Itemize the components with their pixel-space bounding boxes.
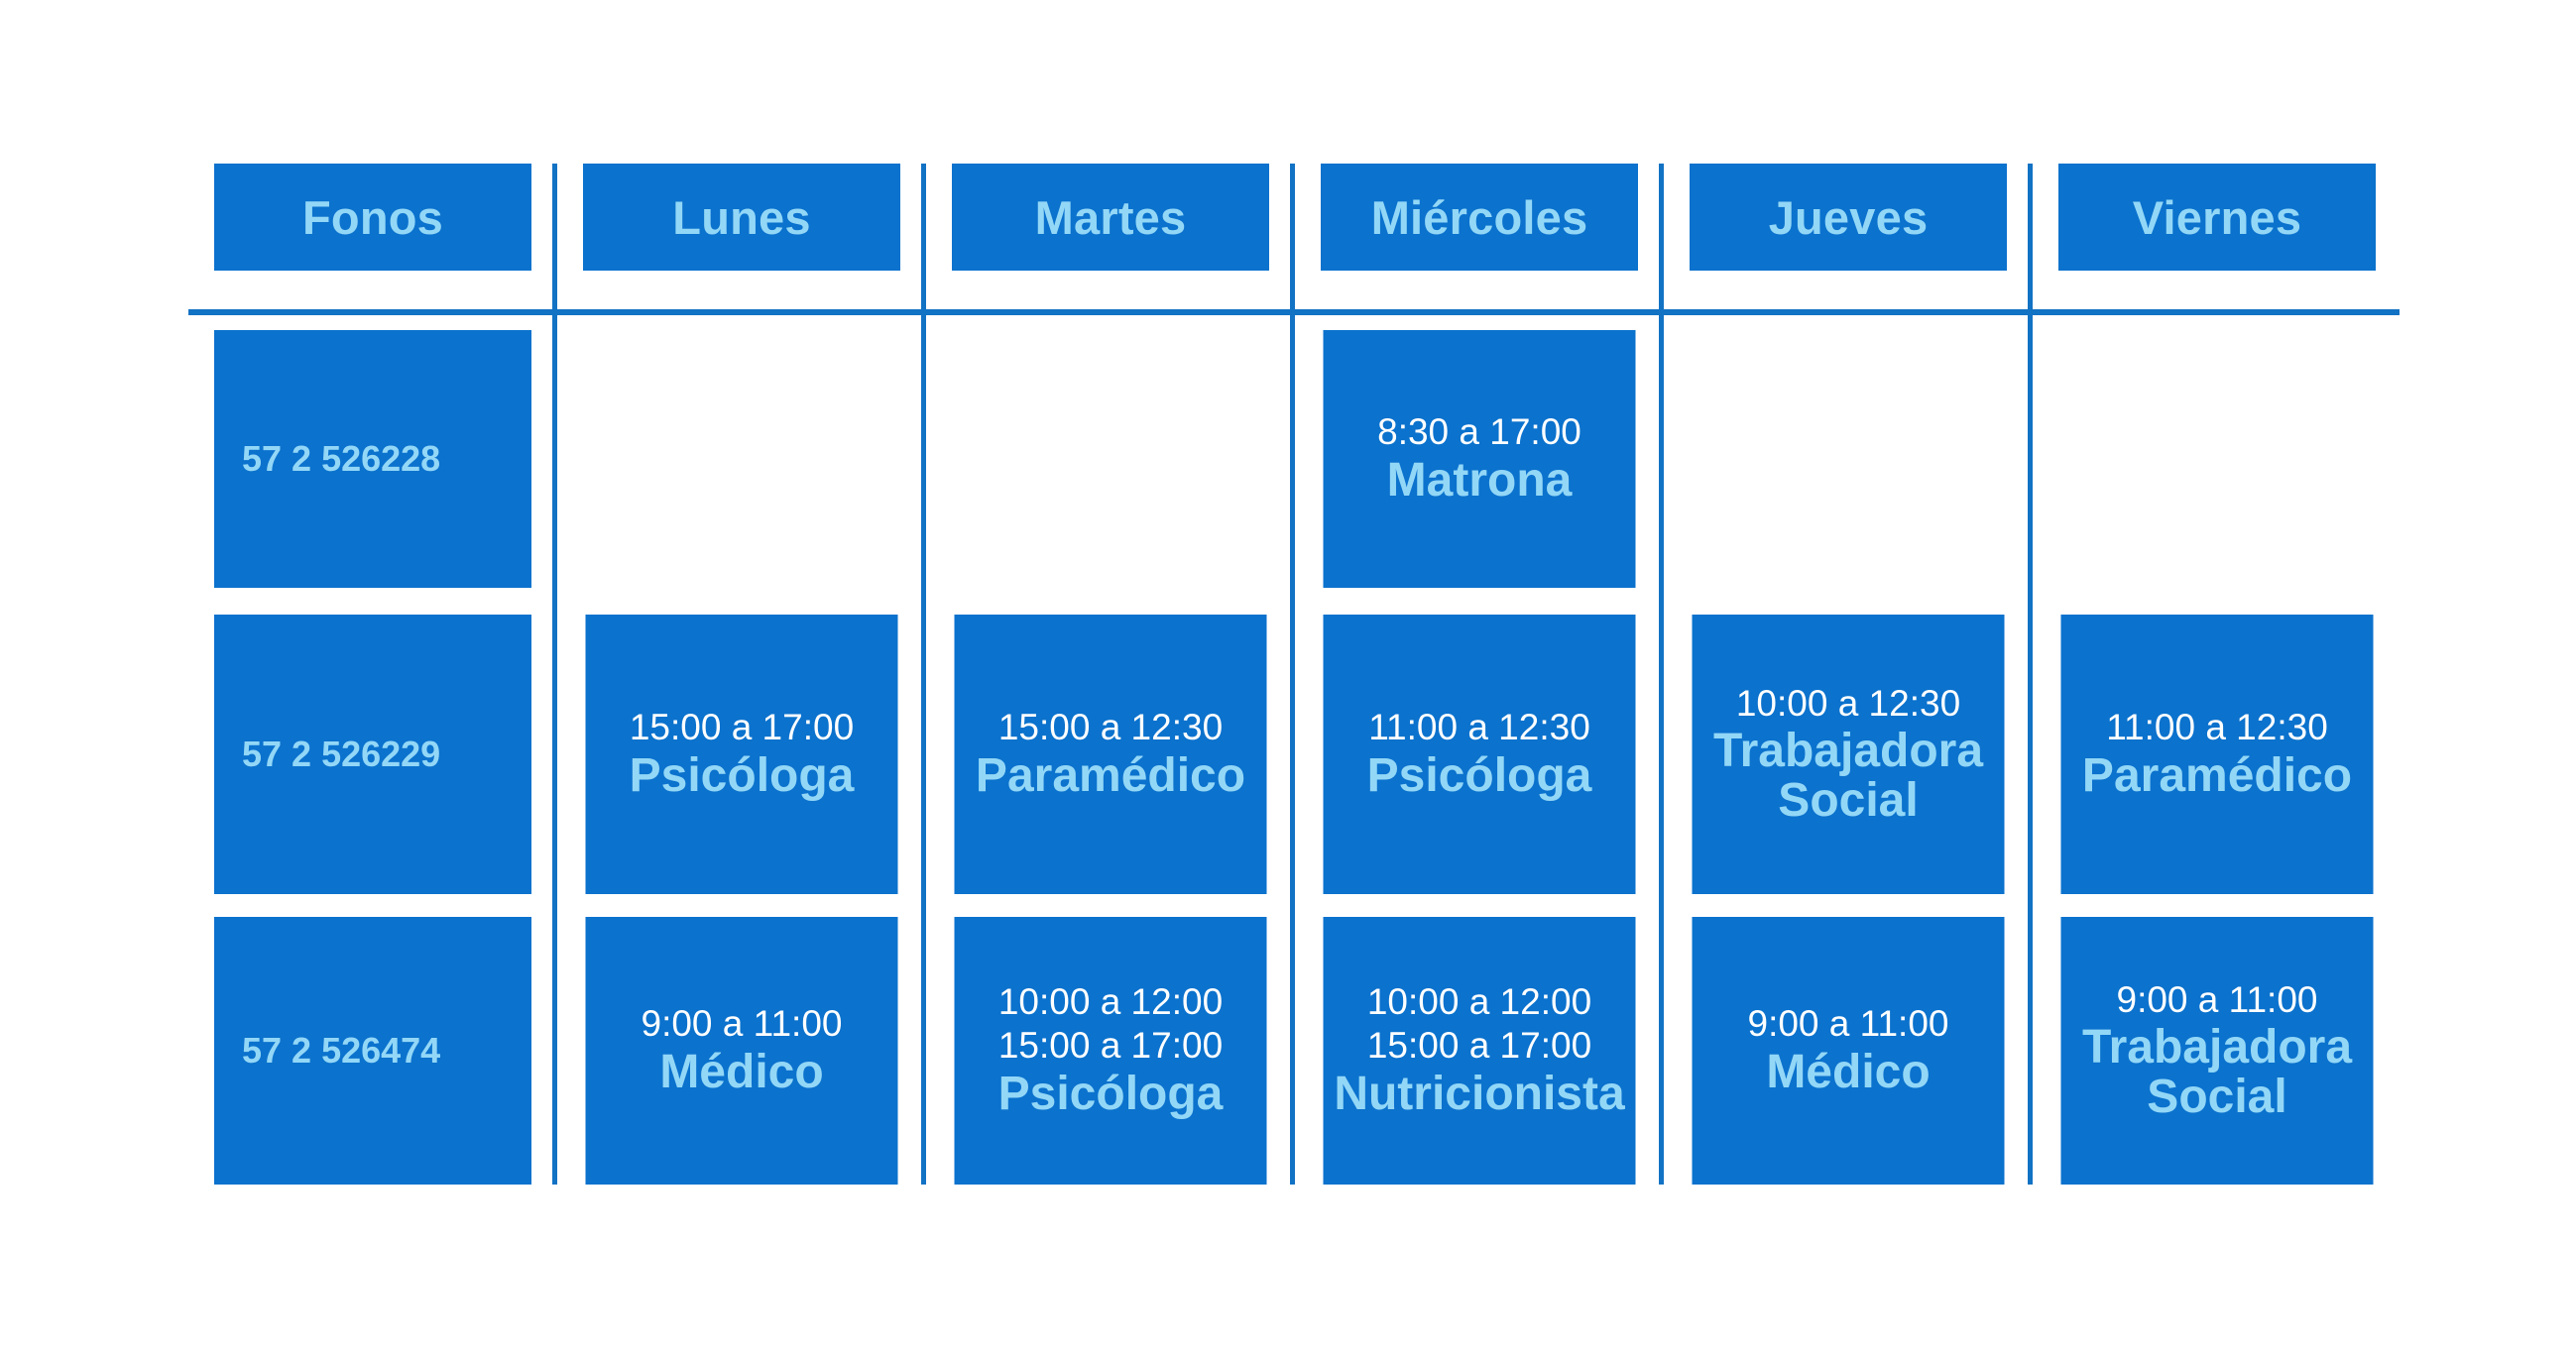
schedule-cell-lunes-2: 15:00 a 17:00 Psicóloga xyxy=(585,615,898,894)
phone-number: 57 2 526228 xyxy=(242,438,441,480)
column-separator-2 xyxy=(921,164,926,1185)
time-range-secondary: 15:00 a 17:00 xyxy=(997,1025,1224,1067)
role-label: Nutricionista xyxy=(1334,1067,1625,1120)
schedule-cell-viernes-2: 11:00 a 12:30 Paramédico xyxy=(2060,615,2374,894)
schedule-cell-jueves-2: 10:00 a 12:30 Trabajadora Social xyxy=(1692,615,2005,894)
schedule-cell-miercoles-3: 10:00 a 12:00 15:00 a 17:00 Nutricionist… xyxy=(1323,917,1636,1185)
role-label: Trabajadora Social xyxy=(2081,1020,2353,1124)
schedule-cell-miercoles-2: 11:00 a 12:30 Psicóloga xyxy=(1323,615,1636,894)
column-jueves: Jueves 10:00 a 12:30 Trabajadora Social … xyxy=(1664,164,2033,1185)
column-header-martes: Martes xyxy=(952,164,1269,271)
column-fonos: Fonos 57 2 526228 57 2 526229 57 2 52647… xyxy=(188,164,557,1185)
role-label: Psicóloga xyxy=(997,1067,1224,1120)
role-label: Paramédico xyxy=(975,748,1246,802)
column-header-miercoles: Miércoles xyxy=(1321,164,1638,271)
time-range-primary: 9:00 a 11:00 xyxy=(2116,979,2318,1021)
column-header-jueves: Jueves xyxy=(1690,164,2007,271)
time-range-primary: 10:00 a 12:00 xyxy=(1366,981,1592,1023)
column-header-label: Miércoles xyxy=(1370,190,1588,244)
time-range-primary: 9:00 a 11:00 xyxy=(1747,1003,1949,1045)
phone-number: 57 2 526229 xyxy=(242,734,441,775)
time-range-secondary: 15:00 a 17:00 xyxy=(1366,1025,1592,1067)
role-label: Paramédico xyxy=(2081,748,2353,802)
column-header-fonos: Fonos xyxy=(214,164,531,271)
time-range-primary: 15:00 a 12:30 xyxy=(997,707,1224,748)
header-divider-rule xyxy=(188,309,2400,315)
schedule-cell-martes-2: 15:00 a 12:30 Paramédico xyxy=(954,615,1267,894)
schedule-grid: Fonos 57 2 526228 57 2 526229 57 2 52647… xyxy=(188,164,2400,1185)
role-label: Trabajadora Social xyxy=(1712,724,1984,828)
column-header-viernes: Viernes xyxy=(2058,164,2376,271)
column-header-label: Fonos xyxy=(302,190,443,244)
column-separator-3 xyxy=(1290,164,1295,1185)
time-range-primary: 10:00 a 12:30 xyxy=(1735,683,1961,725)
phone-cell-1: 57 2 526228 xyxy=(214,330,531,588)
column-separator-4 xyxy=(1659,164,1664,1185)
column-separator-5 xyxy=(2028,164,2033,1185)
time-range-primary: 15:00 a 17:00 xyxy=(629,707,855,748)
role-label: Psicóloga xyxy=(629,748,855,802)
schedule-cell-jueves-3: 9:00 a 11:00 Médico xyxy=(1692,917,2005,1185)
schedule-cell-martes-3: 10:00 a 12:00 15:00 a 17:00 Psicóloga xyxy=(954,917,1267,1185)
time-range-primary: 8:30 a 17:00 xyxy=(1377,411,1581,453)
time-range-primary: 9:00 a 11:00 xyxy=(641,1003,843,1045)
schedule-cell-miercoles-1: 8:30 a 17:00 Matrona xyxy=(1323,330,1636,588)
column-miercoles: Miércoles 8:30 a 17:00 Matrona 11:00 a 1… xyxy=(1295,164,1664,1185)
role-label: Médico xyxy=(1766,1045,1931,1098)
schedule-cell-lunes-3: 9:00 a 11:00 Médico xyxy=(585,917,898,1185)
role-label: Médico xyxy=(659,1045,824,1098)
column-separator-1 xyxy=(552,164,557,1185)
schedule-cell-viernes-3: 9:00 a 11:00 Trabajadora Social xyxy=(2060,917,2374,1185)
phone-cell-2: 57 2 526229 xyxy=(214,615,531,894)
column-martes: Martes 15:00 a 12:30 Paramédico 10:00 a … xyxy=(926,164,1295,1185)
column-header-label: Viernes xyxy=(2132,190,2302,244)
column-header-label: Jueves xyxy=(1768,190,1929,244)
role-label: Matrona xyxy=(1386,453,1573,507)
column-viernes: Viernes 11:00 a 12:30 Paramédico 9:00 a … xyxy=(2033,164,2401,1185)
time-range-primary: 11:00 a 12:30 xyxy=(2106,707,2328,748)
time-range-primary: 11:00 a 12:30 xyxy=(1368,707,1590,748)
column-header-label: Lunes xyxy=(672,190,811,244)
phone-number: 57 2 526474 xyxy=(242,1030,441,1072)
phone-cell-3: 57 2 526474 xyxy=(214,917,531,1185)
role-label: Psicóloga xyxy=(1366,748,1592,802)
column-lunes: Lunes 15:00 a 17:00 Psicóloga 9:00 a 11:… xyxy=(557,164,926,1185)
time-range-primary: 10:00 a 12:00 xyxy=(997,981,1224,1023)
column-header-lunes: Lunes xyxy=(583,164,900,271)
column-header-label: Martes xyxy=(1034,190,1187,244)
